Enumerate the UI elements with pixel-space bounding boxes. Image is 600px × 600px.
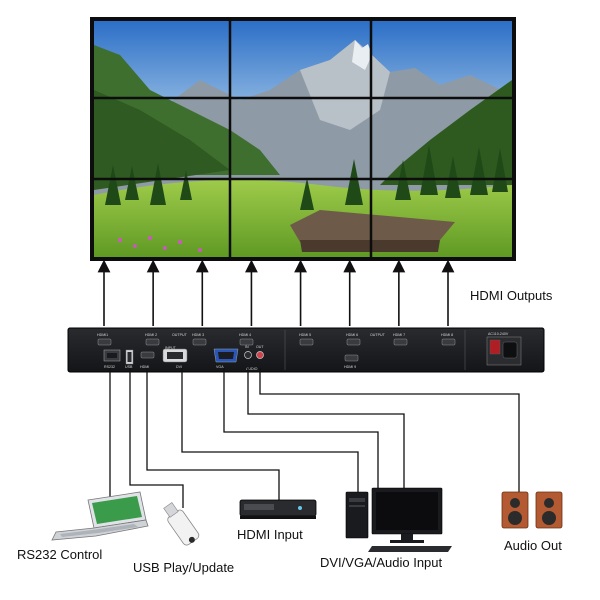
power-label: AC110-240V [488, 332, 509, 336]
input-port-label: USB [125, 365, 133, 369]
video-wall [90, 17, 516, 261]
hdmi-input-cable [146, 368, 280, 500]
hdmi-output-port[interactable] [299, 338, 314, 346]
input-port-label: VGA [216, 365, 224, 369]
hdmi-port-label: HDMI 6 [346, 333, 358, 337]
laptop-icon [51, 491, 149, 541]
power-socket-icon[interactable] [486, 336, 522, 366]
hdmi-in-port[interactable] [140, 351, 155, 359]
hdmi-port-label: HDMI 5 [299, 333, 311, 337]
rs232-port[interactable] [103, 349, 121, 362]
output-group-label: OUTPUT [370, 333, 386, 337]
dvi-cable [181, 368, 359, 492]
audio-in-jack[interactable] [244, 351, 252, 359]
dvi-vga-audio-input-label: DVI/VGA/Audio Input [320, 555, 443, 570]
hdmi9-port[interactable] [344, 354, 359, 362]
hdmi-output-port[interactable] [97, 338, 112, 346]
hdmi-output-port[interactable] [346, 338, 361, 346]
usb-stick-icon [163, 502, 200, 546]
output-group-label: OUTPUT [172, 333, 188, 337]
hdmi-output-port[interactable] [441, 338, 456, 346]
audio-out-cable [259, 368, 520, 492]
audio-label: AUDIO [246, 367, 258, 371]
media-player-icon [239, 499, 317, 519]
input-port-label: DVI [176, 365, 182, 369]
hdmi-output-port[interactable] [192, 338, 207, 346]
hdmi-port-label: HDMI1 [97, 333, 108, 337]
hdmi-port-label: HDMI 8 [441, 333, 453, 337]
rs232-control-label: RS232 Control [17, 547, 103, 562]
input-port-label: HDMI [140, 365, 149, 369]
usb-port[interactable] [125, 349, 134, 365]
cables [109, 368, 520, 508]
audio-out-label: OUT [256, 345, 264, 349]
vga-cable [223, 368, 379, 492]
audio-in-label: IN [245, 345, 249, 349]
hdmi-output-port[interactable] [393, 338, 408, 346]
audio-out-label: Audio Out [504, 538, 562, 553]
hdmi-port-label: HDMI 7 [393, 333, 405, 337]
usb-cable [129, 368, 184, 508]
hdmi-output-port[interactable] [239, 338, 254, 346]
hdmi-port-label: HDMI 3 [192, 333, 204, 337]
hdmi-output-arrows [97, 259, 455, 326]
desktop-pc-icon [345, 487, 452, 552]
hdmi-output-port[interactable] [145, 338, 160, 346]
usb-play-update-label: USB Play/Update [133, 560, 235, 575]
audio-in-cable [247, 368, 405, 490]
hdmi-outputs-label: HDMI Outputs [470, 288, 553, 303]
landscape-image [94, 21, 512, 257]
hdmi-port-label: HDMI 2 [145, 333, 157, 337]
video-wall-controller: HDMI1 HDMI 2 HDMI 3 HDMI 4 HDMI 5 HDMI 6 HDMI … [67, 327, 545, 373]
hdmi-input-label: HDMI Input [237, 527, 303, 542]
vga-port[interactable] [213, 348, 239, 363]
speaker-icon [501, 491, 563, 529]
input-port-label: RS232 [104, 365, 115, 369]
hdmi9-label: HDMI 9 [344, 365, 356, 369]
hut [290, 210, 455, 242]
dvi-port[interactable] [162, 348, 188, 363]
input-group-label: INPUT [165, 346, 177, 350]
audio-out-jack[interactable] [256, 351, 264, 359]
hdmi-port-label: HDMI 4 [239, 333, 251, 337]
